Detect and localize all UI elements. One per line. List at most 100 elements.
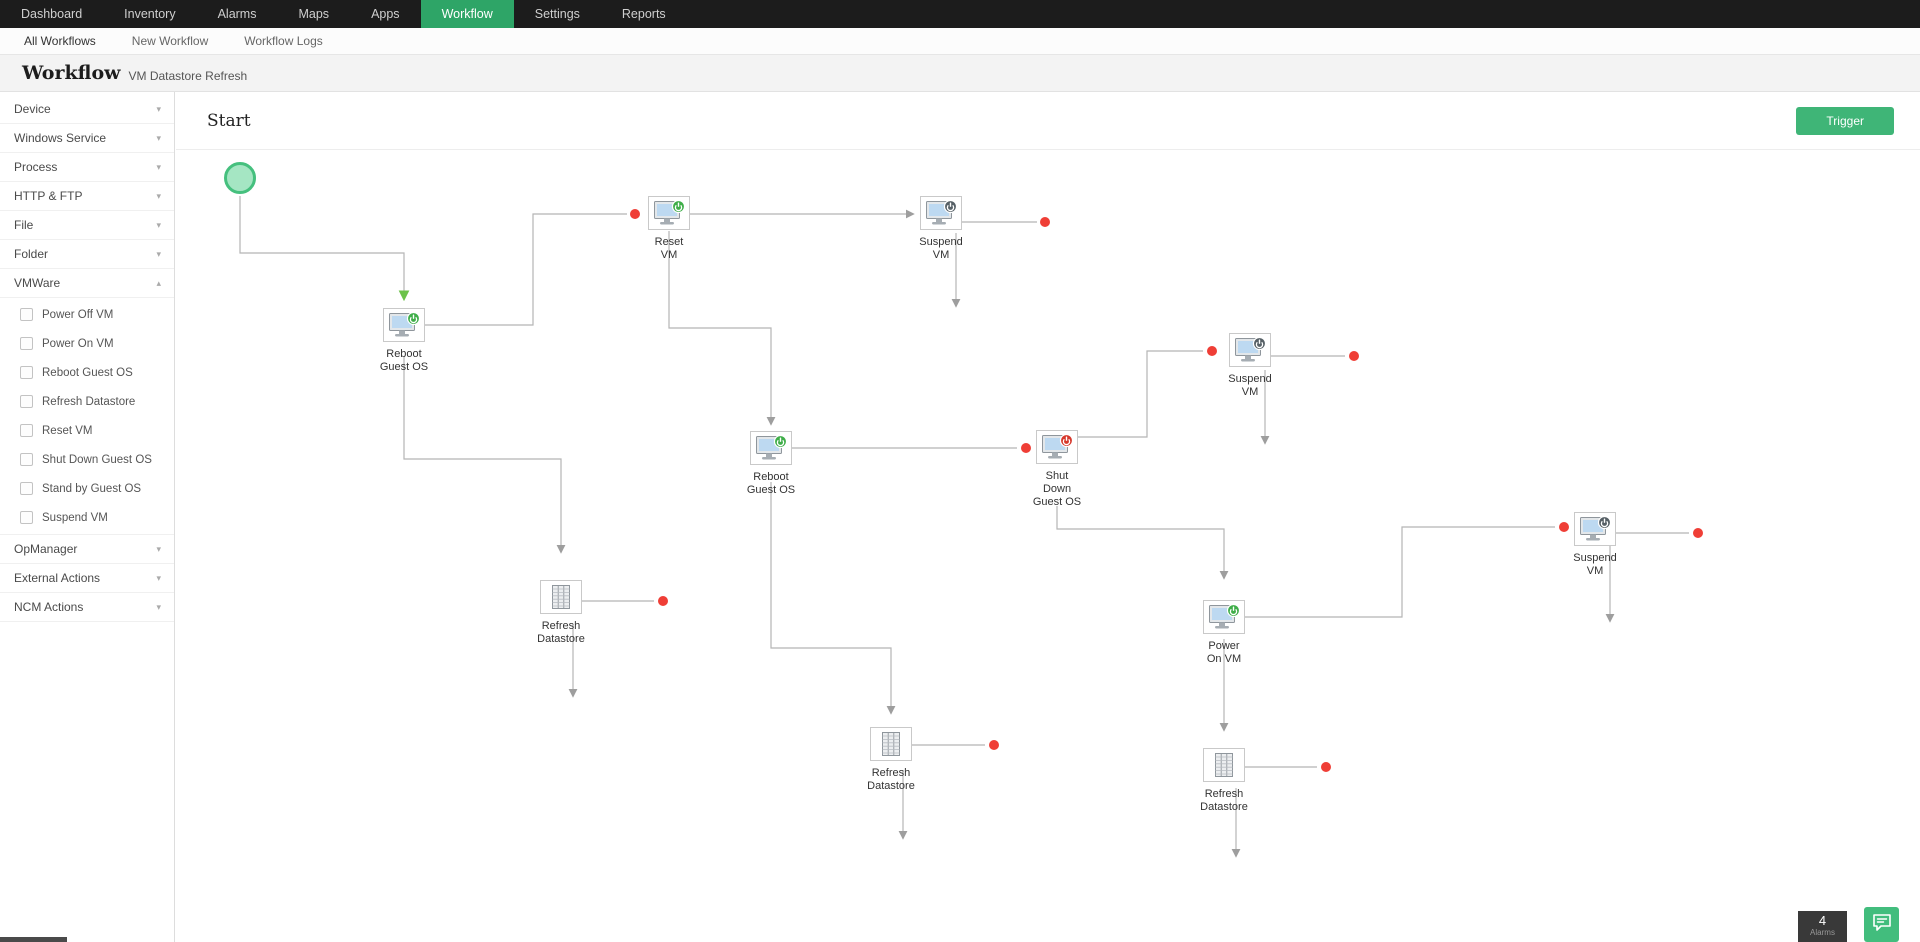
sidebar-item-power-off-vm[interactable]: Power Off VM: [0, 300, 174, 329]
sidebar-category-label: NCM Actions: [14, 600, 84, 614]
sidebar-item-suspend-vm[interactable]: Suspend VM: [0, 503, 174, 532]
chevron-down-icon: ▾: [156, 543, 161, 554]
checkbox[interactable]: [20, 453, 33, 466]
connection-endpoint-dot[interactable]: [1693, 528, 1703, 538]
sidebar-item-label: Power On VM: [42, 337, 114, 350]
sidebar-item-label: Reset VM: [42, 424, 93, 437]
connection-endpoint-dot[interactable]: [630, 209, 640, 219]
nav-tab-maps[interactable]: Maps: [298, 7, 330, 21]
chevron-down-icon: ▾: [156, 219, 161, 230]
sidebar-category-file[interactable]: File ▾: [0, 211, 174, 240]
sidebar-item-shut-down-guest-os[interactable]: Shut Down Guest OS: [0, 445, 174, 474]
sidebar-category-label: HTTP & FTP: [14, 189, 83, 203]
sidebar-category-opmanager[interactable]: OpManager ▾: [0, 535, 174, 564]
checkbox[interactable]: [20, 308, 33, 321]
sidebar-category-http-ftp[interactable]: HTTP & FTP ▾: [0, 182, 174, 211]
sidebar-category-label: File: [14, 218, 34, 232]
checkbox[interactable]: [20, 511, 33, 524]
sidebar-item-reboot-guest-os[interactable]: Reboot Guest OS: [0, 358, 174, 387]
horizontal-scrollbar[interactable]: [0, 937, 67, 942]
sidebar-category-windows-service[interactable]: Windows Service ▾: [0, 124, 174, 153]
workflow-name: VM Datastore Refresh: [128, 68, 248, 83]
sidebar-category-label: Windows Service: [14, 131, 107, 145]
sidebar-category-label: Folder: [14, 247, 49, 261]
nav-tab-alarms[interactable]: Alarms: [217, 7, 257, 21]
sidebar-category-label: OpManager: [14, 542, 78, 556]
checkbox[interactable]: [20, 395, 33, 408]
sidebar-item-refresh-datastore[interactable]: Refresh Datastore: [0, 387, 174, 416]
datastore-icon: [540, 580, 582, 614]
sidebar-item-label: Shut Down Guest OS: [42, 453, 152, 466]
support-chat-button[interactable]: [1864, 907, 1899, 942]
nav-tab-settings[interactable]: Settings: [534, 7, 580, 21]
connection-endpoint-dot[interactable]: [1207, 346, 1217, 356]
start-heading: Start: [207, 110, 251, 131]
page-title: Workflow: [22, 62, 121, 84]
connection-endpoint-dot[interactable]: [989, 740, 999, 750]
subnav-tab-new-workflow[interactable]: New Workflow: [131, 34, 209, 48]
nav-tab-reports[interactable]: Reports: [621, 7, 666, 21]
connection-endpoint-dot[interactable]: [1321, 762, 1331, 772]
chevron-down-icon: ▾: [156, 132, 161, 143]
subnav-tab-all-workflows[interactable]: All Workflows: [24, 34, 96, 48]
chevron-down-icon: ▾: [156, 190, 161, 201]
checkbox[interactable]: [20, 424, 33, 437]
sidebar-category-process[interactable]: Process▾: [0, 153, 174, 182]
nav-tab-dashboard[interactable]: Dashboard: [21, 7, 83, 21]
sidebar-item-reset-vm[interactable]: Reset VM: [0, 416, 174, 445]
datastore-icon: [870, 727, 912, 761]
start-node[interactable]: [224, 162, 256, 194]
subnav-tab-workflow-logs[interactable]: Workflow Logs: [244, 34, 323, 48]
chevron-down-icon: ▾: [156, 161, 161, 172]
connection-endpoint-dot[interactable]: [1559, 522, 1569, 532]
alarms-badge[interactable]: 4 Alarms: [1798, 911, 1847, 942]
sidebar-category-folder[interactable]: Folder▾: [0, 240, 174, 269]
chevron-up-icon: ▴: [156, 277, 161, 288]
chevron-down-icon: ▾: [156, 103, 161, 114]
nav-tab-workflow[interactable]: Workflow: [420, 0, 514, 28]
sidebar-item-label: Suspend VM: [42, 511, 108, 524]
sidebar-item-stand-by-guest-os[interactable]: Stand by Guest OS: [0, 474, 174, 503]
connection-endpoint-dot[interactable]: [658, 596, 668, 606]
sidebar-item-power-on-vm[interactable]: Power On VM: [0, 329, 174, 358]
sidebar-category-external-actions[interactable]: External Actions▾: [0, 564, 174, 593]
nav-tab-apps[interactable]: Apps: [371, 7, 400, 21]
sidebar-category-ncm-actions[interactable]: NCM Actions ▾: [0, 593, 174, 622]
vm-suspend-icon: [920, 196, 962, 230]
checkbox[interactable]: [20, 366, 33, 379]
sidebar-category-label: Device: [14, 102, 51, 116]
sidebar-category-vmware[interactable]: VMWare ▴: [0, 269, 174, 298]
connection-endpoint-dot[interactable]: [1021, 443, 1031, 453]
actions-sidebar: Device▾Windows Service▾Process▾HTTP & FT…: [0, 92, 175, 942]
connection-endpoint-dot[interactable]: [1349, 351, 1359, 361]
connection-endpoint-dot[interactable]: [1040, 217, 1050, 227]
checkbox[interactable]: [20, 337, 33, 350]
secondary-navigation: All Workflows New Workflow Workflow Logs: [0, 28, 1920, 55]
sidebar-category-label: VMWare: [14, 276, 61, 290]
sidebar-category-device[interactable]: Device ▾: [0, 95, 174, 124]
chevron-down-icon: ▾: [156, 601, 161, 612]
checkbox[interactable]: [20, 482, 33, 495]
trigger-button[interactable]: Trigger: [1796, 106, 1894, 135]
nav-tab-inventory[interactable]: Inventory: [124, 7, 176, 21]
